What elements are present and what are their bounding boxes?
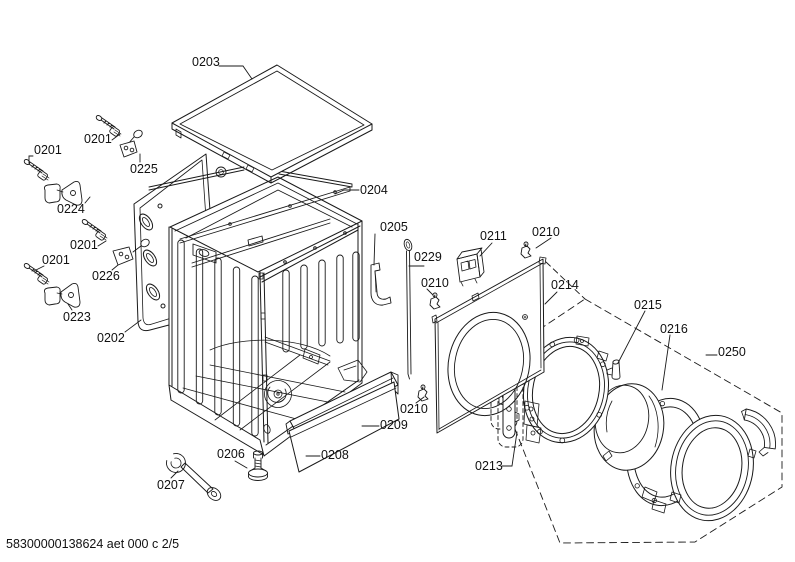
part-label-0201: 0201: [34, 143, 62, 157]
part-0208-kick-panel: [288, 381, 400, 473]
part-0210-clips: [417, 241, 532, 402]
part-0201-screw-sets: [23, 115, 122, 285]
leader-line-0223: [67, 303, 73, 311]
part-label-0210: 0210: [421, 276, 449, 290]
leader-line-0215: [617, 310, 646, 364]
leader-line-0201: [97, 240, 107, 247]
part-label-0208: 0208: [321, 448, 349, 462]
leader-line-0216: [661, 334, 671, 391]
part-label-0204: 0204: [360, 183, 388, 197]
leader-line-0205: [373, 233, 376, 266]
part-0229-rod: [403, 238, 413, 380]
part-0250-door-assembly-region: [488, 261, 783, 544]
part-label-0215: 0215: [634, 298, 662, 312]
part-label-0210: 0210: [532, 225, 560, 239]
leader-line-0201: [28, 155, 34, 164]
part-label-0226: 0226: [92, 269, 120, 283]
part-label-0210: 0210: [400, 402, 428, 416]
leader-line-0224: [84, 196, 91, 204]
part-0226-hinge: [112, 238, 150, 266]
leader-line-0201: [111, 133, 121, 141]
part-label-0202: 0202: [97, 331, 125, 345]
leader-line-0207: [170, 470, 179, 479]
part-0205-hook-bracket: [370, 262, 392, 306]
leader-line-0201: [33, 265, 45, 272]
part-label-0203: 0203: [192, 55, 220, 69]
part-0211-door-lock: [456, 247, 485, 287]
part-label-0201: 0201: [70, 238, 98, 252]
leader-line-0210: [426, 288, 434, 296]
top-cross-rail: [278, 170, 353, 188]
part-0214-front-panel: [431, 256, 547, 434]
part-label-0209: 0209: [380, 418, 408, 432]
part-label-0211: 0211: [480, 229, 507, 243]
leader-line-0204: [334, 189, 360, 195]
door-hinge-cover-segment: [741, 408, 776, 457]
part-label-0250: 0250: [718, 345, 746, 359]
leader-line-0210: [535, 237, 552, 249]
part-label-0201: 0201: [42, 253, 70, 267]
document-code: 58300000138624 aet 000 c 2/5: [6, 537, 180, 551]
part-0224-latch: [43, 180, 83, 206]
leader-line-0210: [415, 396, 425, 404]
top-rail-bar: [148, 166, 245, 191]
leader-line-0206: [234, 460, 248, 469]
part-label-0216: 0216: [660, 322, 688, 336]
part-label-0223: 0223: [63, 310, 91, 324]
leader-line-0202: [124, 319, 142, 333]
part-label-0224: 0224: [57, 202, 85, 216]
leader-line-0226: [111, 264, 119, 271]
door-outer-ring: [669, 414, 757, 522]
part-label-0201: 0201: [84, 132, 112, 146]
part-0206-adjustable-foot: [248, 450, 268, 481]
part-label-0225: 0225: [130, 162, 158, 176]
leader-line-0213: [501, 431, 518, 467]
part-0203-top-cover: [171, 64, 373, 184]
part-label-0214: 0214: [551, 278, 579, 292]
leader-line-0211: [479, 242, 493, 257]
part-label-0229: 0229: [414, 250, 442, 264]
part-0216-door-glass: [593, 383, 665, 471]
part-0223-latch: [43, 282, 81, 308]
part-0204-cabinet-frame: [168, 176, 368, 457]
part-label-0213: 0213: [475, 459, 503, 473]
part-label-0207: 0207: [157, 478, 185, 492]
part-label-0206: 0206: [217, 447, 245, 461]
part-0207-wrench-tool: [166, 453, 222, 501]
leader-line-0203: [218, 65, 253, 80]
part-0225-hinge: [119, 129, 143, 158]
part-label-0205: 0205: [380, 220, 408, 234]
leader-line-0214: [544, 291, 558, 305]
